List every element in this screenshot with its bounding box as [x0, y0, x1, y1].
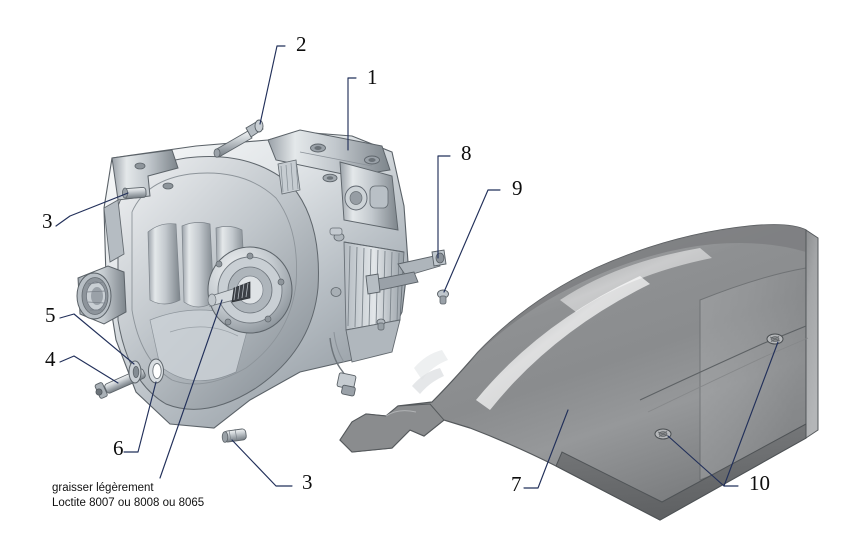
caption-line-1: graisser légèrement: [52, 482, 154, 494]
callout-4: 4: [45, 347, 56, 371]
callout-5: 5: [45, 303, 56, 327]
bracket-fixing-bolt: [437, 289, 449, 305]
caption-line-2: Loctite 8007 ou 8008 ou 8065: [52, 497, 204, 509]
gearbox-assembly: [76, 119, 449, 443]
small-bolt-lower: [376, 318, 386, 331]
callout-7: 7: [511, 472, 522, 496]
caption-block: graisser légèrement Loctite 8007 ou 8008…: [52, 482, 204, 509]
callout-10: 10: [749, 471, 770, 495]
callout-9: 9: [512, 176, 523, 200]
callout-1: 1: [367, 65, 378, 89]
belt-guard-cover: [339, 224, 819, 521]
flat-washer: [128, 360, 142, 384]
leader-lines: [55, 45, 779, 489]
support-bracket-arm: [365, 249, 447, 295]
o-ring-seal: [148, 358, 164, 384]
callout-numbers: 1 2 3 3 4 5 6 7 8 9 10: [42, 32, 770, 496]
dowel-pin-upper-left: [122, 186, 147, 200]
long-hex-bolt: [213, 119, 264, 158]
cover-grommet-fasteners: [654, 333, 784, 440]
callout-3b: 3: [302, 470, 313, 494]
callout-6: 6: [113, 436, 124, 460]
output-shaft-hub: [207, 246, 293, 334]
gearbox-housing: [76, 129, 409, 429]
splined-output-shaft: [207, 281, 251, 307]
callout-8: 8: [461, 141, 472, 165]
electrical-connector: [329, 331, 357, 397]
bearing-boss: [76, 265, 127, 325]
callout-2: 2: [296, 32, 307, 56]
dowel-pin-lower: [221, 428, 247, 443]
callout-3a: 3: [42, 209, 53, 233]
